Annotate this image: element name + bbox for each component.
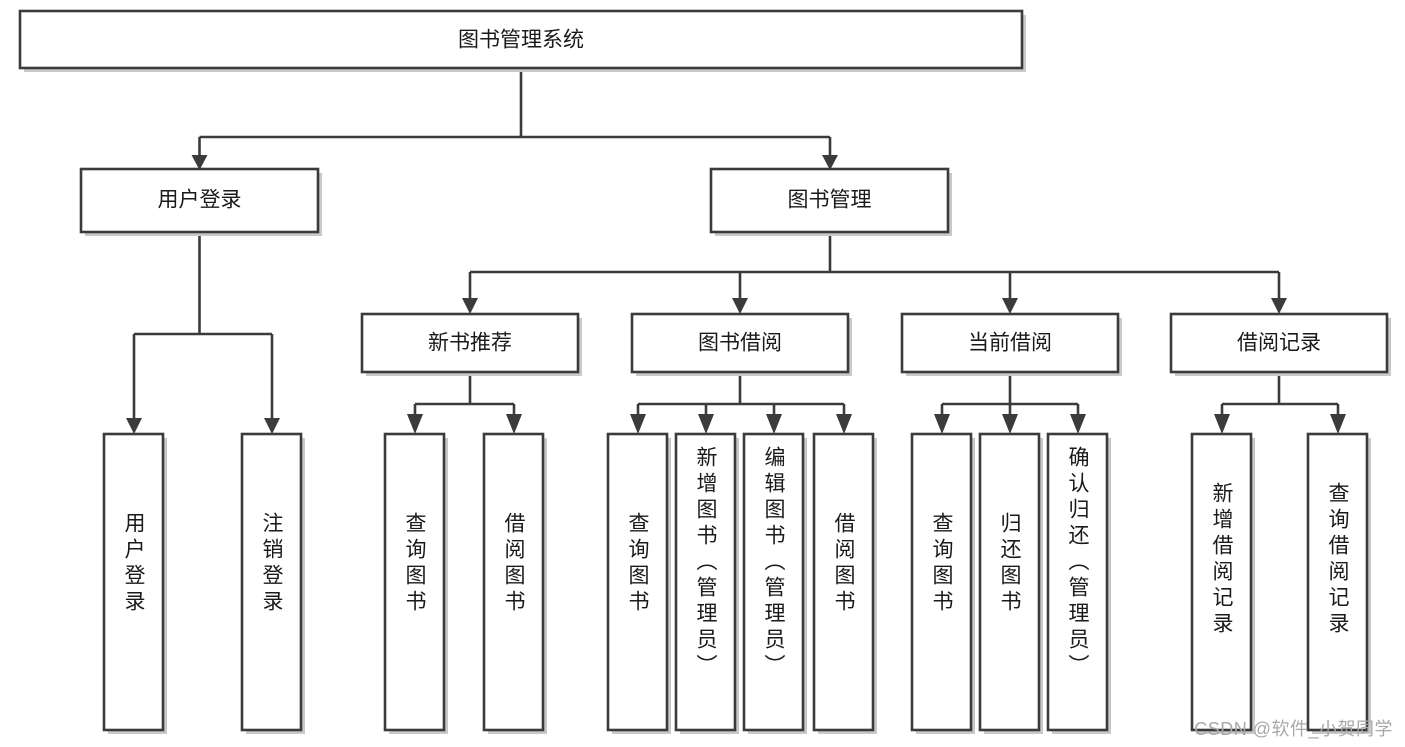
leaf-node-nb-query[interactable]: [383, 432, 448, 734]
node-book-manage-label: 图书管理: [788, 189, 872, 212]
leaf-node-nb-borrow[interactable]: [482, 432, 547, 734]
leaf-node-br-query[interactable]: [1306, 432, 1371, 734]
node-current-borrow-label: 当前借阅: [968, 332, 1052, 355]
arrowhead-cb-leaf3: [1070, 414, 1086, 434]
leaf-cb-query-box[interactable]: [910, 432, 973, 732]
arrowhead-br-leaf2: [1330, 414, 1346, 434]
leaf-node-cb-confirm[interactable]: [1046, 432, 1111, 734]
arrowhead-bb-leaf4: [836, 414, 852, 434]
csdn-watermark: CSDN @软件_小贺同学: [1194, 719, 1393, 739]
leaf-user-login-box[interactable]: [102, 432, 165, 732]
arrowhead-borrow-record: [1271, 298, 1287, 314]
node-root-label: 图书管理系统: [458, 29, 584, 52]
leaf-bb-add-box[interactable]: [674, 432, 737, 732]
leaf-node-bb-query[interactable]: [606, 432, 671, 734]
leaf-bb-query-box[interactable]: [606, 432, 669, 732]
leaf-cb-return-box[interactable]: [978, 432, 1041, 732]
leaf-br-query-box[interactable]: [1306, 432, 1369, 732]
leaf-br-add-box[interactable]: [1190, 432, 1253, 732]
arrowhead-book-borrow: [732, 298, 748, 314]
leaf-logout-box[interactable]: [240, 432, 303, 732]
node-root-box[interactable]: [18, 9, 1024, 70]
leaf-bb-edit-box[interactable]: [742, 432, 805, 732]
leaf-node-br-add[interactable]: [1190, 432, 1255, 734]
arrowhead-bb-leaf3: [766, 414, 782, 434]
node-user-login-box[interactable]: [79, 167, 320, 234]
arrowhead-br-leaf1: [1214, 414, 1230, 434]
node-borrow-record[interactable]: 借阅记录: [1169, 312, 1391, 376]
arrowhead-current-borrow: [1002, 298, 1018, 314]
arrowhead-leaf-user-login: [126, 418, 142, 434]
node-new-book-recommend[interactable]: 新书推荐: [360, 312, 582, 376]
node-book-manage[interactable]: 图书管理: [709, 167, 952, 236]
node-user-login[interactable]: 用户登录: [79, 167, 322, 236]
arrowhead-newbook-leaf2: [506, 414, 522, 434]
arrowhead-new-book: [462, 298, 478, 314]
connector-layer: [126, 68, 1346, 434]
leaf-node-bb-edit[interactable]: [742, 432, 807, 734]
leaf-node-cb-query[interactable]: [910, 432, 975, 734]
leaf-bb-lend-box[interactable]: [812, 432, 875, 732]
leaf-node-logout[interactable]: [240, 432, 305, 734]
node-new-book-recommend-box[interactable]: [360, 312, 580, 374]
node-book-borrow-box[interactable]: [630, 312, 850, 374]
arrowhead-cb-leaf1: [934, 414, 950, 434]
node-current-borrow[interactable]: 当前借阅: [900, 312, 1122, 376]
arrowhead-leaf-logout: [264, 418, 280, 434]
node-root[interactable]: 图书管理系统: [18, 9, 1026, 72]
node-current-borrow-box[interactable]: [900, 312, 1120, 374]
leaf-node-user-login[interactable]: [102, 432, 167, 734]
arrowhead-book-manage: [822, 155, 838, 170]
arrowhead-newbook-leaf1: [407, 414, 423, 434]
arrowhead-user-login: [191, 155, 208, 170]
leaf-nb-query-box[interactable]: [383, 432, 446, 732]
node-borrow-record-label: 借阅记录: [1237, 332, 1321, 355]
node-book-manage-box[interactable]: [709, 167, 950, 234]
node-book-borrow[interactable]: 图书借阅: [630, 312, 852, 376]
node-new-book-recommend-label: 新书推荐: [428, 332, 512, 355]
leaf-node-cb-return[interactable]: [978, 432, 1043, 734]
node-user-login-label: 用户登录: [158, 189, 242, 212]
node-borrow-record-box[interactable]: [1169, 312, 1389, 374]
node-layer: 图书管理系统 用户登录 图书管理 新书推荐: [18, 9, 1391, 734]
arrowhead-bb-leaf2: [698, 414, 714, 434]
leaf-nb-borrow-box[interactable]: [482, 432, 545, 732]
leaf-node-bb-lend[interactable]: [812, 432, 877, 734]
arrowhead-bb-leaf1: [630, 414, 646, 434]
node-book-borrow-label: 图书借阅: [698, 332, 782, 355]
leaf-cb-confirm-box[interactable]: [1046, 432, 1109, 732]
arrowhead-cb-leaf2: [1002, 414, 1018, 434]
leaf-node-bb-add[interactable]: [674, 432, 739, 734]
